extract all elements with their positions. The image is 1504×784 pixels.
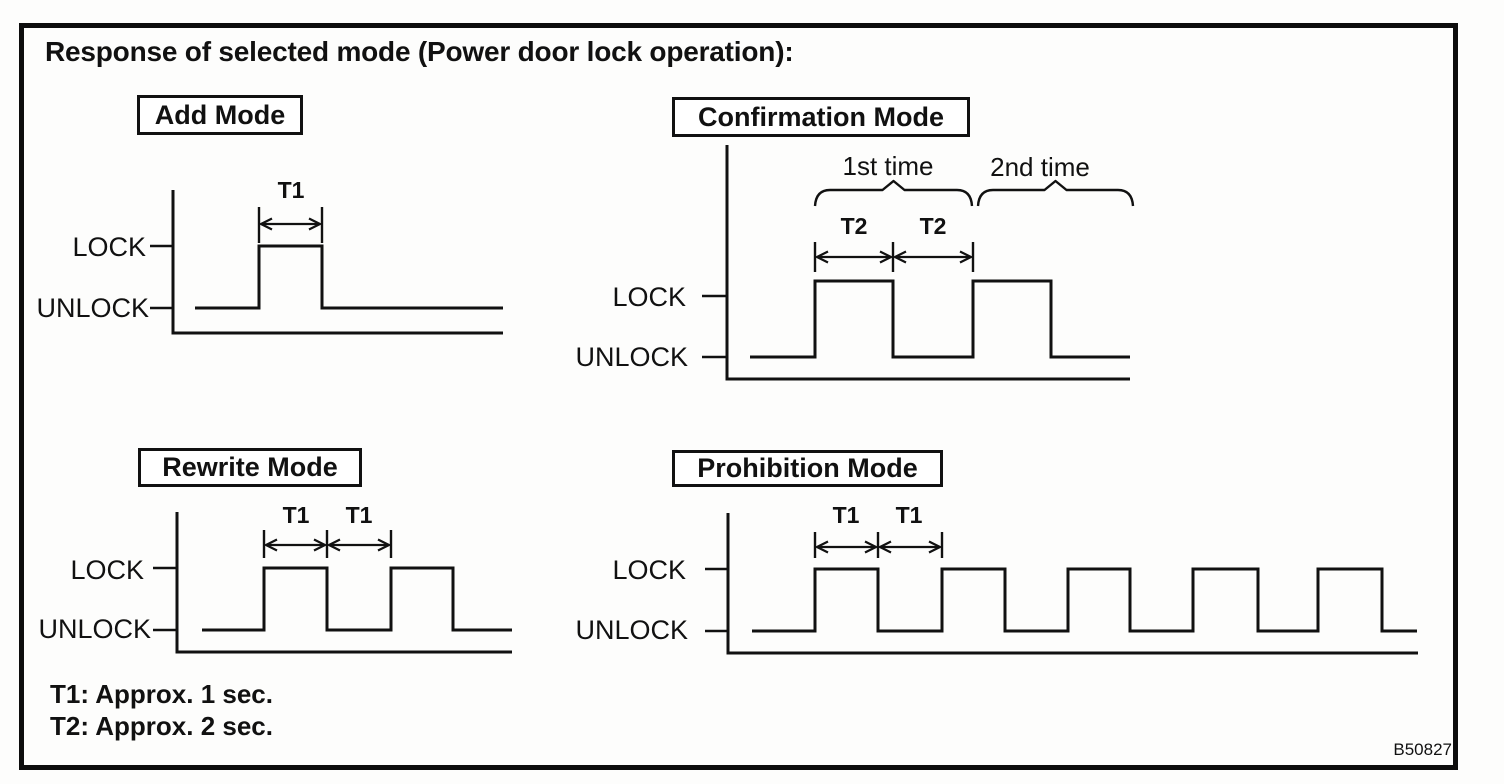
prohibition-mode-title: Prohibition Mode bbox=[697, 453, 918, 483]
prohibition-mode-waveform bbox=[705, 513, 1418, 655]
prohibition-unlock-label: UNLOCK bbox=[575, 615, 688, 645]
outer-border bbox=[19, 23, 1458, 770]
level-ticks bbox=[150, 244, 172, 310]
add-unlock-label: UNLOCK bbox=[36, 293, 149, 323]
time-span-brace bbox=[976, 179, 1135, 207]
confirmation-lock-label: LOCK bbox=[612, 282, 686, 312]
arrowhead-right bbox=[959, 250, 974, 264]
rewrite-t1-label-1: T1 bbox=[283, 502, 310, 528]
prohibition-mode-title-box: Prohibition Mode bbox=[672, 450, 943, 487]
arrowhead-left bbox=[258, 217, 273, 231]
rewrite-t1-label-2: T1 bbox=[346, 502, 373, 528]
confirmation-mode-title-box: Confirmation Mode bbox=[672, 97, 970, 137]
add-lock-label: LOCK bbox=[72, 232, 146, 262]
confirmation-2nd-time-label: 2nd time bbox=[990, 152, 1090, 182]
rewrite-mode-title: Rewrite Mode bbox=[162, 452, 338, 482]
confirmation-t2-label-2: T2 bbox=[920, 213, 947, 239]
confirmation-1st-time-label: 1st time bbox=[842, 151, 933, 181]
arrowhead-left bbox=[814, 540, 829, 554]
axis-line bbox=[725, 145, 1130, 381]
add-mode-waveform bbox=[150, 190, 503, 335]
page-title: Response of selected mode (Power door lo… bbox=[45, 36, 794, 67]
arrowhead-left bbox=[814, 250, 829, 264]
arrowhead-right bbox=[928, 540, 943, 554]
time-span-brace bbox=[813, 179, 974, 207]
figure-code: B50827 bbox=[1393, 740, 1452, 759]
axis-line bbox=[175, 512, 512, 654]
prohibition-t1-label-1: T1 bbox=[833, 502, 860, 528]
arrowhead-left bbox=[877, 540, 892, 554]
axis-line bbox=[171, 190, 503, 335]
arrowhead-right bbox=[864, 540, 879, 554]
prohibition-lock-label: LOCK bbox=[612, 555, 686, 585]
arrowhead-right bbox=[308, 217, 323, 231]
add-mode-title: Add Mode bbox=[154, 99, 286, 130]
arrowhead-left bbox=[892, 250, 907, 264]
arrowhead-right bbox=[313, 538, 328, 552]
rewrite-mode-title-box: Rewrite Mode bbox=[138, 448, 362, 487]
rewrite-lock-label: LOCK bbox=[70, 555, 144, 585]
note-t1-duration: T1: Approx. 1 sec. bbox=[50, 679, 273, 709]
confirmation-t2-label-1: T2 bbox=[841, 213, 868, 239]
level-ticks bbox=[153, 566, 176, 632]
add-mode-title-box: Add Mode bbox=[137, 95, 303, 135]
level-ticks bbox=[702, 294, 726, 359]
arrowhead-right bbox=[377, 538, 392, 552]
arrowhead-left bbox=[263, 538, 278, 552]
level-ticks bbox=[705, 567, 727, 633]
add-t1-label: T1 bbox=[278, 177, 305, 203]
confirmation-mode-waveform bbox=[702, 145, 1135, 381]
confirmation-mode-title: Confirmation Mode bbox=[698, 101, 944, 132]
square-wave bbox=[750, 279, 1130, 359]
prohibition-t1-label-2: T1 bbox=[896, 502, 923, 528]
axis-line bbox=[726, 513, 1418, 655]
square-wave bbox=[195, 244, 503, 310]
rewrite-mode-waveform bbox=[153, 512, 512, 654]
note-t2-duration: T2: Approx. 2 sec. bbox=[50, 711, 273, 741]
rewrite-unlock-label: UNLOCK bbox=[38, 614, 151, 644]
confirmation-unlock-label: UNLOCK bbox=[575, 342, 688, 372]
square-wave bbox=[752, 567, 1417, 633]
arrowhead-right bbox=[879, 250, 894, 264]
square-wave bbox=[202, 566, 512, 632]
arrowhead-left bbox=[326, 538, 341, 552]
